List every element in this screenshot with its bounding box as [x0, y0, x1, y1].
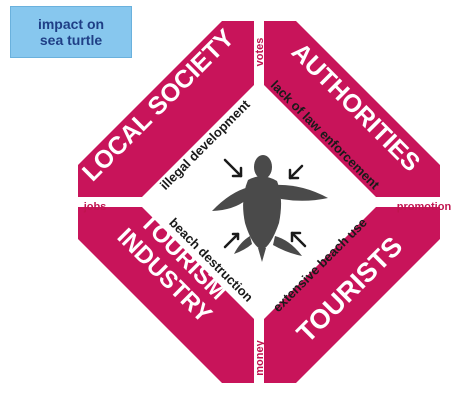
link-jobs: jobs — [83, 201, 107, 213]
arrow-icon — [288, 164, 304, 180]
title-line-2: sea turtle — [39, 32, 103, 48]
arrow-icon — [223, 232, 240, 249]
title-line-1: impact on — [37, 16, 105, 32]
frame-top-right — [264, 21, 440, 197]
link-promotion: promotion — [397, 201, 452, 213]
link-votes: votes — [254, 38, 266, 67]
frame-bottom-left — [78, 207, 254, 383]
arrow-icon — [290, 231, 307, 248]
arrow-icon — [223, 158, 243, 178]
sea-turtle-icon — [212, 155, 328, 262]
frame-bottom-right — [264, 207, 440, 383]
frame — [78, 21, 440, 383]
title-box: impact on sea turtle — [10, 6, 132, 58]
link-money: money — [254, 339, 266, 375]
frame-top-left — [78, 21, 254, 197]
